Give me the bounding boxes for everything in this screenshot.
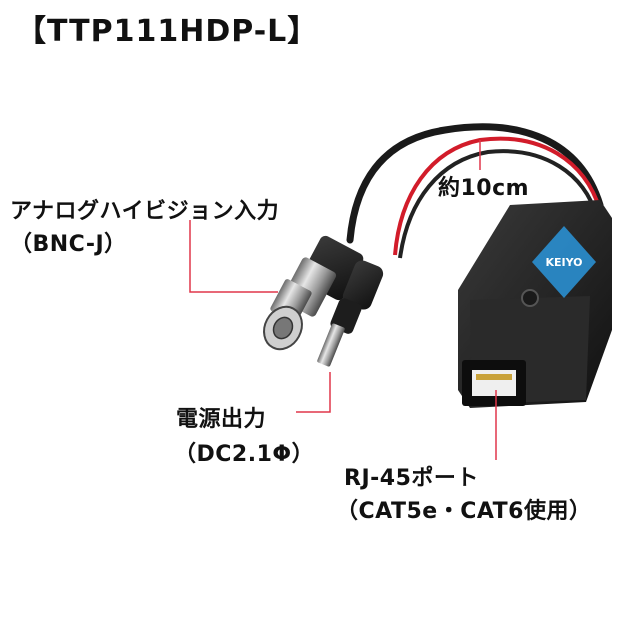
callout-lines [189,140,497,460]
body-screw [521,289,539,307]
label-cable-types: （CAT5e・CAT6使用） [336,499,592,524]
black-cable [346,123,604,244]
label-cable-length: 約10cm [438,176,530,201]
black-wire [398,149,598,259]
balun-body [458,200,612,408]
label-hd-input: アナログハイビジョン入力 [10,199,280,224]
label-rj45-port: RJ-45ポート [344,466,479,491]
callout-power [296,372,331,413]
brand-logo: KEIYO [532,226,596,298]
brand-logo-text: KEIYO [545,256,582,269]
dc-plug [317,260,384,367]
product-model-title: 【TTP111HDP-L】 [16,14,319,49]
label-connector-type: （BNC-J） [10,232,127,257]
callout-hd-input [189,220,278,293]
label-power-output: 電源出力 [176,407,267,432]
label-dc-spec: （DC2.1Φ） [174,442,315,467]
